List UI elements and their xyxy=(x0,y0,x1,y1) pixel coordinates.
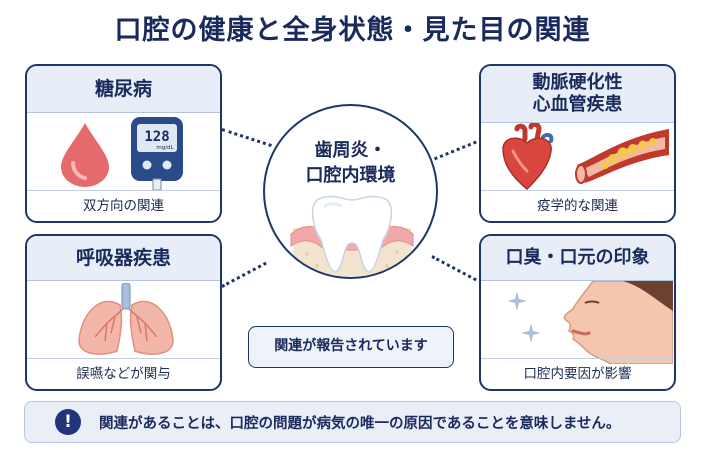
card-cardio: 動脈硬化性 心血管疾患 疫学的な関連 xyxy=(479,64,676,223)
center-title-line2: 口腔内環境 xyxy=(305,165,396,186)
meter-unit: mg/dL xyxy=(156,145,174,151)
connector-breath xyxy=(431,255,477,282)
card-diabetes-title: 糖尿病 xyxy=(27,66,220,113)
artery-plaque-icon xyxy=(575,129,669,184)
card-respiratory-footer: 誤嚥などが関与 xyxy=(27,358,220,389)
glucose-meter-icon: 128 mg/dL xyxy=(131,117,183,191)
blood-drop-icon xyxy=(61,123,109,187)
card-breath-title: 口臭・口元の印象 xyxy=(481,236,674,281)
card-cardio-title: 動脈硬化性 心血管疾患 xyxy=(481,66,674,123)
sparkle-icon xyxy=(507,291,541,343)
card-breath: 口臭・口元の印象 口腔内要因が影響 xyxy=(479,234,676,391)
tooth-gum-icon xyxy=(290,195,414,276)
center-title-line1: 歯周炎・ xyxy=(314,140,387,161)
association-reported-label: 関連が報告されています xyxy=(248,326,454,368)
lungs-icon xyxy=(78,283,174,355)
disclaimer-banner: ! 関連があることは、口腔の問題が病気の唯一の原因であることを意味しません。 xyxy=(24,401,681,443)
heart-icon xyxy=(502,123,554,191)
card-diabetes-footer: 双方向の関連 xyxy=(27,190,220,221)
card-cardio-footer: 疫学的な関連 xyxy=(481,190,674,221)
face-profile-icon xyxy=(563,281,673,364)
card-respiratory: 呼吸器疾患 誤嚥などが関与 xyxy=(25,234,222,391)
meter-reading: 128 xyxy=(144,129,169,145)
center-title: 歯周炎・ 口腔内環境 xyxy=(265,138,436,188)
page-title: 口腔の健康と全身状態・見た目の関連 xyxy=(114,15,591,46)
card-cardio-title-line2: 心血管疾患 xyxy=(532,94,623,115)
disclaimer-text: 関連があることは、口腔の問題が病気の唯一の原因であることを意味しません。 xyxy=(99,415,621,432)
center-oral-environment: 歯周炎・ 口腔内環境 xyxy=(263,104,438,279)
card-cardio-title-line1: 動脈硬化性 xyxy=(532,72,623,94)
connector-respiratory xyxy=(221,261,267,288)
card-breath-footer: 口腔内要因が影響 xyxy=(481,358,674,389)
card-respiratory-title: 呼吸器疾患 xyxy=(27,236,220,281)
card-diabetes: 糖尿病 128 mg/dL 双方向の関連 xyxy=(25,64,222,223)
exclamation-icon: ! xyxy=(55,409,81,435)
